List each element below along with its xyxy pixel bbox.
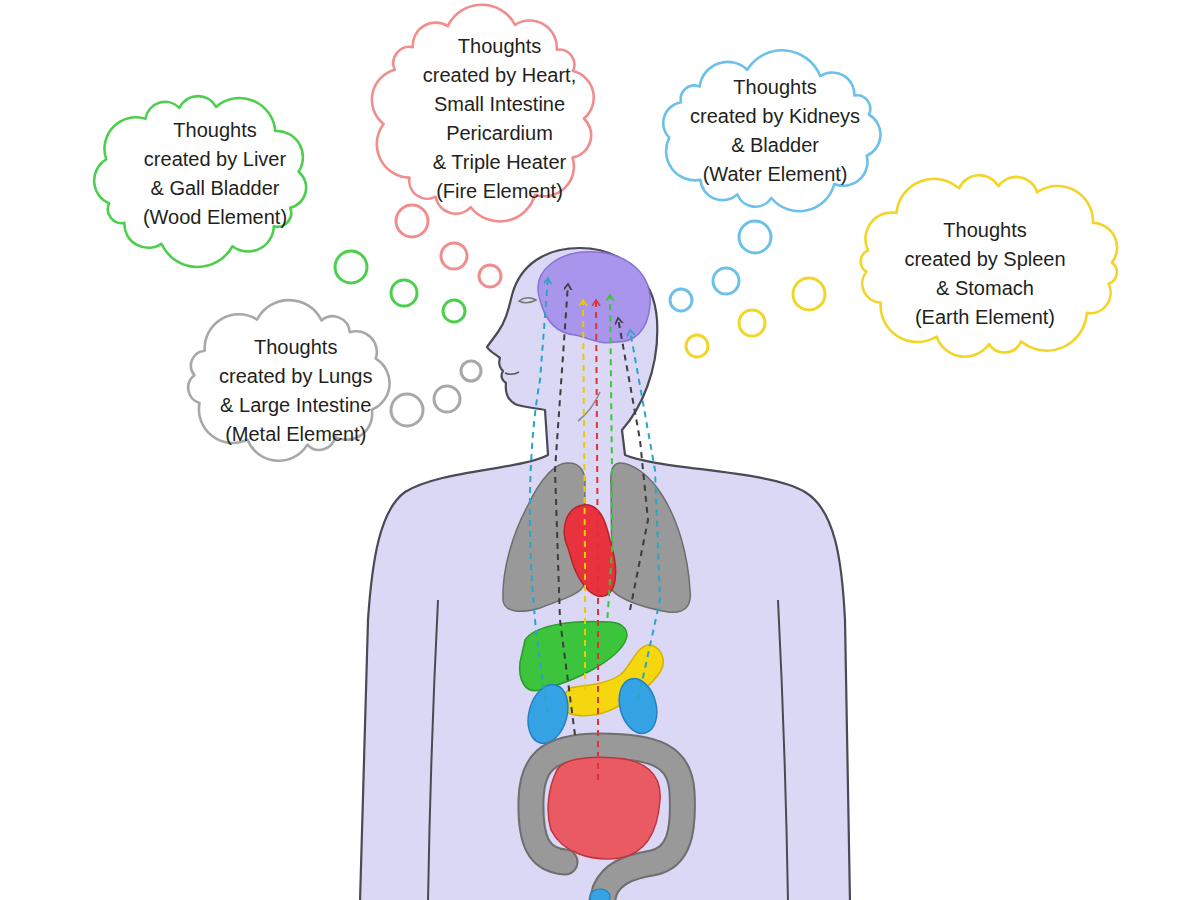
large-intestine	[531, 746, 683, 900]
thought-cloud: Thoughts created by Spleen & Stomach (Ea…	[848, 168, 1130, 362]
energy-line	[618, 318, 648, 610]
cloud-outline	[651, 50, 891, 216]
large-intestine	[531, 746, 683, 900]
thought-bubble	[739, 310, 765, 336]
thought-bubble	[441, 243, 467, 269]
kidney	[613, 674, 662, 737]
energy-line	[583, 300, 585, 690]
arm-line	[778, 600, 788, 900]
body-silhouette	[360, 248, 850, 900]
energy-line	[606, 295, 612, 640]
arm-line	[428, 600, 438, 900]
cloud-outline	[94, 96, 306, 267]
thought-bubble	[391, 280, 417, 306]
small-intestine	[548, 757, 660, 859]
cloud-text: Thoughts created by Lungs & Large Intest…	[219, 333, 372, 449]
eye	[519, 298, 536, 303]
thought-bubble	[443, 300, 465, 322]
thought-bubble	[686, 335, 708, 357]
cloud-text-area: Thoughts created by Spleen & Stomach (Ea…	[844, 177, 1126, 371]
cloud-text-area: Thoughts created by Lungs & Large Intest…	[184, 308, 407, 474]
bladder	[590, 889, 610, 900]
cloud-text: Thoughts created by Spleen & Stomach (Ea…	[904, 216, 1065, 332]
cloud-outline	[663, 50, 880, 211]
energy-line	[596, 300, 598, 780]
cloud-outline	[861, 175, 1117, 357]
cloud-outline	[372, 5, 594, 222]
cloud-text: Thoughts created by Kidneys & Bladder (W…	[690, 73, 860, 189]
cloud-text-area: Thoughts created by Liver & Gall Bladder…	[99, 84, 331, 264]
thought-cloud: Thoughts created by Kidneys & Bladder (W…	[651, 50, 891, 216]
thought-bubble	[396, 205, 428, 237]
brain	[538, 252, 650, 343]
thought-bubble	[670, 289, 692, 311]
thought-bubble	[391, 394, 423, 426]
mouth	[505, 372, 519, 374]
energy-line	[630, 330, 660, 700]
heart	[564, 505, 615, 596]
thought-bubble	[461, 361, 481, 381]
energy-line	[555, 284, 575, 735]
thought-cloud: Thoughts created by Lungs & Large Intest…	[176, 298, 399, 464]
cloud-text-area: Thoughts created by Kidneys & Bladder (W…	[655, 48, 895, 214]
energy-line	[530, 278, 548, 712]
thought-bubble	[335, 251, 367, 283]
lung	[611, 463, 691, 612]
cloud-text-area: Thoughts created by Heart, Small Intesti…	[381, 7, 618, 231]
cloud-text: Thoughts created by Heart, Small Intesti…	[423, 32, 576, 206]
thought-bubble	[479, 265, 501, 287]
thought-bubble	[739, 221, 771, 253]
cloud-outline	[188, 300, 389, 461]
energy-lines	[530, 278, 660, 780]
thought-bubble	[713, 268, 739, 294]
thought-cloud: Thoughts created by Liver & Gall Bladder…	[85, 88, 317, 268]
thought-bubble	[793, 278, 825, 310]
thought-bubble	[434, 386, 460, 412]
cloud-text: Thoughts created by Liver & Gall Bladder…	[143, 116, 287, 232]
thought-cloud: Thoughts created by Heart, Small Intesti…	[365, 2, 602, 226]
